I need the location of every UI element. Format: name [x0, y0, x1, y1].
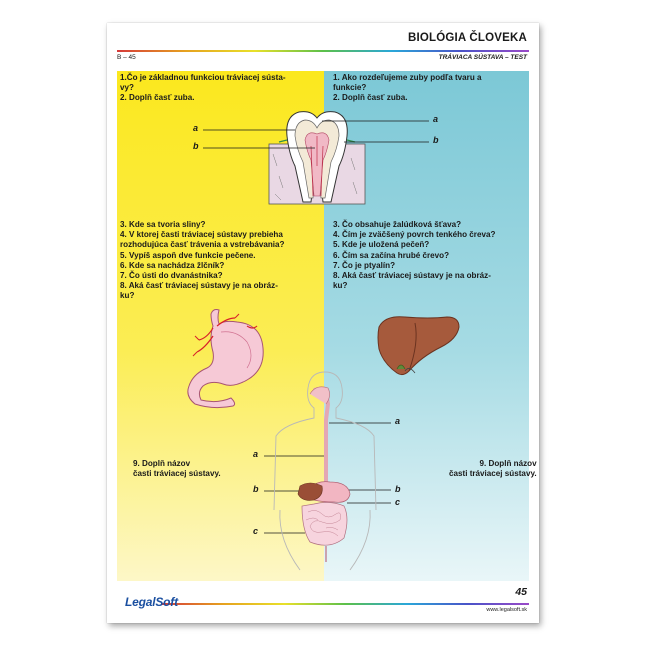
page-title: BIOLÓGIA ČLOVEKA	[407, 32, 527, 44]
left-questions-1: 1.Čo je základnou funkciou tráviacej sús…	[120, 73, 286, 103]
body-label-left-b: b	[253, 484, 259, 494]
page-code: B – 45	[117, 54, 136, 61]
tooth-label-left-a: a	[193, 123, 199, 133]
footer-url: www.legalsoft.sk	[486, 607, 527, 613]
legalsoft-logo: LegalSoft	[125, 595, 178, 609]
body-label-left-c: c	[253, 526, 259, 536]
digestive-system-illustration	[273, 371, 377, 571]
stomach-illustration	[187, 309, 264, 409]
body-label-right-c: c	[395, 497, 401, 507]
body-label-left-a: a	[253, 449, 259, 459]
tooth-cross-section-illustration	[268, 111, 366, 205]
header-rainbow-rule	[117, 50, 529, 52]
tooth-label-lines	[203, 120, 429, 534]
page-number: 45	[515, 586, 527, 598]
tooth-label-right-b: b	[433, 135, 439, 145]
tooth-label-right-a: a	[433, 114, 439, 124]
left-questions-2: 3. Kde sa tvoria sliny?4. V ktorej časti…	[120, 220, 285, 301]
body-label-right-b: b	[395, 484, 401, 494]
right-questions-2: 3. Čo obsahuje žalúdková šťava?4. Čím je…	[333, 220, 496, 291]
tooth-label-left-b: b	[193, 141, 199, 151]
footer-rainbow-rule	[162, 603, 529, 605]
page-subtitle: TRÁVIACA SÚSTAVA – TEST	[438, 54, 527, 61]
worksheet-page: BIOLÓGIA ČLOVEKA B – 45 TRÁVIACA SÚSTAVA…	[107, 23, 539, 623]
body-label-right-a: a	[395, 416, 401, 426]
liver-illustration	[377, 316, 460, 376]
